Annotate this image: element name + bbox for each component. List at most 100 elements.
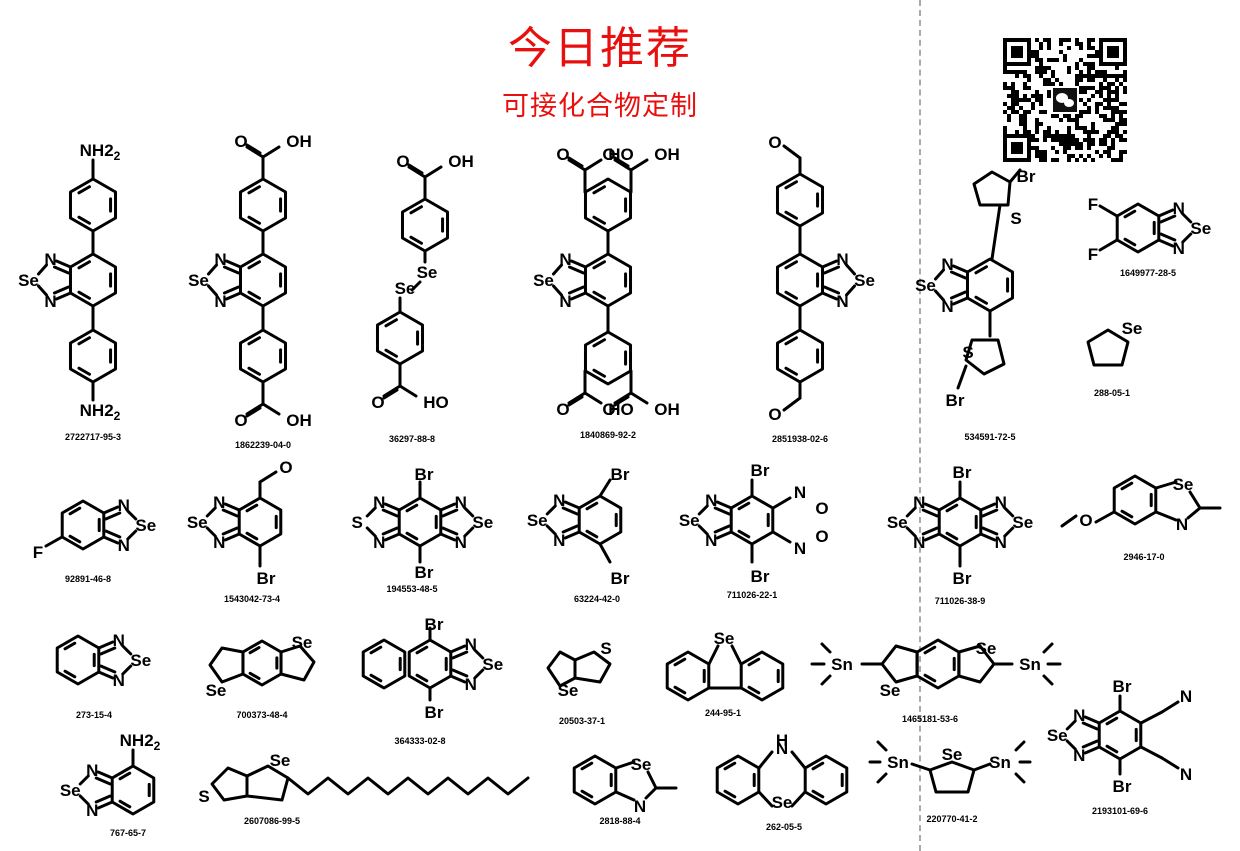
atom-label: S <box>198 787 209 806</box>
atom-label: N <box>465 635 477 654</box>
atom-label: O <box>602 145 615 164</box>
cas-number: 92891-46-8 <box>65 574 111 584</box>
atom-label: O <box>815 499 828 518</box>
atom-label: N <box>1173 199 1185 218</box>
atom-label: N <box>553 531 565 550</box>
atom-label: Br <box>946 391 965 410</box>
cas-number: 2607086-99-5 <box>244 816 300 826</box>
atom-label: N <box>455 533 467 552</box>
atom-label: Se <box>1122 319 1143 338</box>
atom-label: O <box>234 132 247 151</box>
atom-label: Se <box>18 271 39 290</box>
atom-label: S <box>1010 209 1021 228</box>
cas-number: 1543042-73-4 <box>224 594 280 604</box>
atom-label: Se <box>187 513 208 532</box>
cas-number: 20503-37-1 <box>559 716 605 726</box>
cas-number: 244-95-1 <box>705 708 741 718</box>
cas-number: 711026-38-9 <box>935 596 986 606</box>
atom-label: Br <box>1017 167 1036 186</box>
atom-label: N <box>836 250 848 269</box>
atom-label: N <box>1073 706 1085 725</box>
atom-label: N <box>44 292 56 311</box>
atom-label: N <box>995 533 1007 552</box>
cas-number: 364333-02-8 <box>394 736 445 746</box>
atom-label: Se <box>472 513 493 532</box>
atom-label: Se <box>1173 475 1194 494</box>
atom-label: Se <box>880 681 901 700</box>
atom-label: S <box>352 513 363 532</box>
atom-label: Se <box>206 681 227 700</box>
atom-label: N <box>118 496 130 515</box>
cas-number: 63224-42-0 <box>574 594 620 604</box>
atom-label: N <box>113 671 125 690</box>
atom-label: Se <box>772 793 793 812</box>
atom-label: N <box>1173 239 1185 258</box>
atom-label: O <box>602 400 615 419</box>
atom-label: Se <box>533 271 554 290</box>
atom-label: Br <box>751 461 770 480</box>
atom-label: N <box>118 536 130 555</box>
atom-label: Br <box>425 703 444 722</box>
atom-label: H <box>776 731 788 750</box>
atom-label: Se <box>482 655 503 674</box>
atom-label: Se <box>1190 219 1211 238</box>
atom-label: N <box>1073 746 1085 765</box>
atom-label: N <box>113 631 125 650</box>
atom-label: Se <box>1047 726 1068 745</box>
cas-number: 194553-48-5 <box>386 584 437 594</box>
atom-label: Se <box>679 511 700 530</box>
atom-label: Br <box>1113 777 1132 796</box>
atom-label: N <box>465 675 477 694</box>
atom-label: Se <box>130 651 151 670</box>
atom-label: OH <box>286 132 312 151</box>
atom-label: Se <box>292 633 313 652</box>
atom-label: O <box>234 411 247 430</box>
atom-label: OH <box>654 145 680 164</box>
cas-number: 2946-17-0 <box>1123 552 1164 562</box>
atom-label: Se <box>714 629 735 648</box>
qr-code[interactable] <box>1003 38 1127 162</box>
atom-label: N <box>214 250 226 269</box>
atom-label: O <box>556 400 569 419</box>
atom-label: Se <box>558 681 579 700</box>
atom-label: O <box>556 145 569 164</box>
atom-label: Br <box>953 463 972 482</box>
atom-label: N <box>213 533 225 552</box>
atom-label: N <box>705 491 717 510</box>
atom-label: Se <box>60 781 81 800</box>
cas-number: 36297-88-8 <box>389 434 435 444</box>
atom-label: Br <box>953 569 972 588</box>
atom-label: N <box>913 533 925 552</box>
atom-label: N <box>995 493 1007 512</box>
atom-label: N <box>1180 765 1192 784</box>
atom-label: N <box>86 801 98 820</box>
atom-label: N <box>794 483 806 502</box>
atom-label: O <box>815 527 828 546</box>
compound-8: Se 288-05-1 <box>1086 319 1143 398</box>
atom-label: O <box>768 405 781 424</box>
atom-label: Br <box>415 465 434 484</box>
cas-number: 1649977-28-5 <box>1120 268 1176 278</box>
cas-number: 1840869-92-2 <box>580 430 636 440</box>
cas-number: 700373-48-4 <box>236 710 287 720</box>
atom-label: NH22 <box>120 731 161 753</box>
atom-label: Br <box>257 569 276 588</box>
atom-label: O <box>1079 511 1092 530</box>
atom-label: N <box>214 292 226 311</box>
cas-number: 288-05-1 <box>1094 388 1130 398</box>
atom-label: N <box>836 292 848 311</box>
atom-label: OH <box>286 411 312 430</box>
atom-label: N <box>86 761 98 780</box>
